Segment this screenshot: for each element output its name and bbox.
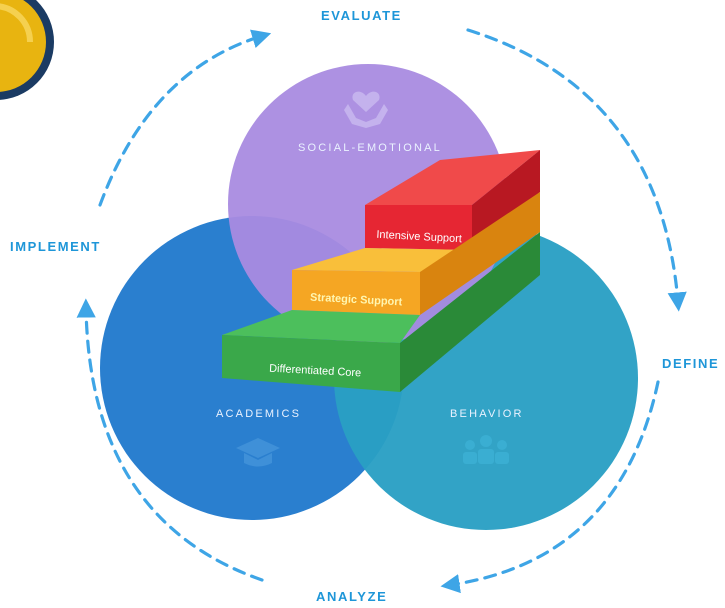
graduation-cap-icon bbox=[236, 438, 280, 467]
tier-intensive-top bbox=[365, 150, 540, 205]
hands-heart-icon bbox=[344, 91, 388, 128]
tier-core-side bbox=[400, 232, 540, 392]
badge-logo bbox=[0, 0, 54, 100]
tier-strategic-top bbox=[292, 248, 472, 272]
tier-strategic-label: Strategic Support bbox=[310, 292, 403, 309]
tier-core-top bbox=[222, 310, 420, 343]
tier-intensive-side bbox=[472, 150, 540, 250]
tier-strategic-front bbox=[292, 270, 420, 315]
arrow-analyze-to-implement bbox=[76, 298, 264, 582]
tier-core-front bbox=[222, 335, 400, 392]
arrow-evaluate-to-define bbox=[466, 28, 687, 312]
cycle-label-define: DEFINE bbox=[662, 356, 720, 371]
circle-label-academics: ACADEMICS bbox=[216, 408, 302, 420]
cycle-arrows bbox=[76, 28, 687, 594]
tier-core-label: Differentiated Core bbox=[269, 363, 362, 380]
cycle-label-evaluate: EVALUATE bbox=[321, 8, 402, 23]
circle-label-social-emotional: SOCIAL-EMOTIONAL bbox=[298, 142, 442, 154]
circle-label-behavior: BEHAVIOR bbox=[450, 408, 524, 420]
arrow-implement-to-evaluate bbox=[98, 29, 272, 207]
tier-intensive-label: Intensive Support bbox=[376, 229, 462, 245]
cycle-label-analyze: ANALYZE bbox=[316, 589, 388, 604]
tier-strategic-side bbox=[420, 192, 540, 315]
people-icon bbox=[463, 435, 509, 464]
tier-intensive-front bbox=[365, 205, 472, 250]
arrow-define-to-analyze bbox=[440, 380, 660, 594]
cycle-label-implement: IMPLEMENT bbox=[10, 239, 101, 254]
tier-staircase: Intensive Support Strategic Support Diff… bbox=[222, 150, 540, 392]
